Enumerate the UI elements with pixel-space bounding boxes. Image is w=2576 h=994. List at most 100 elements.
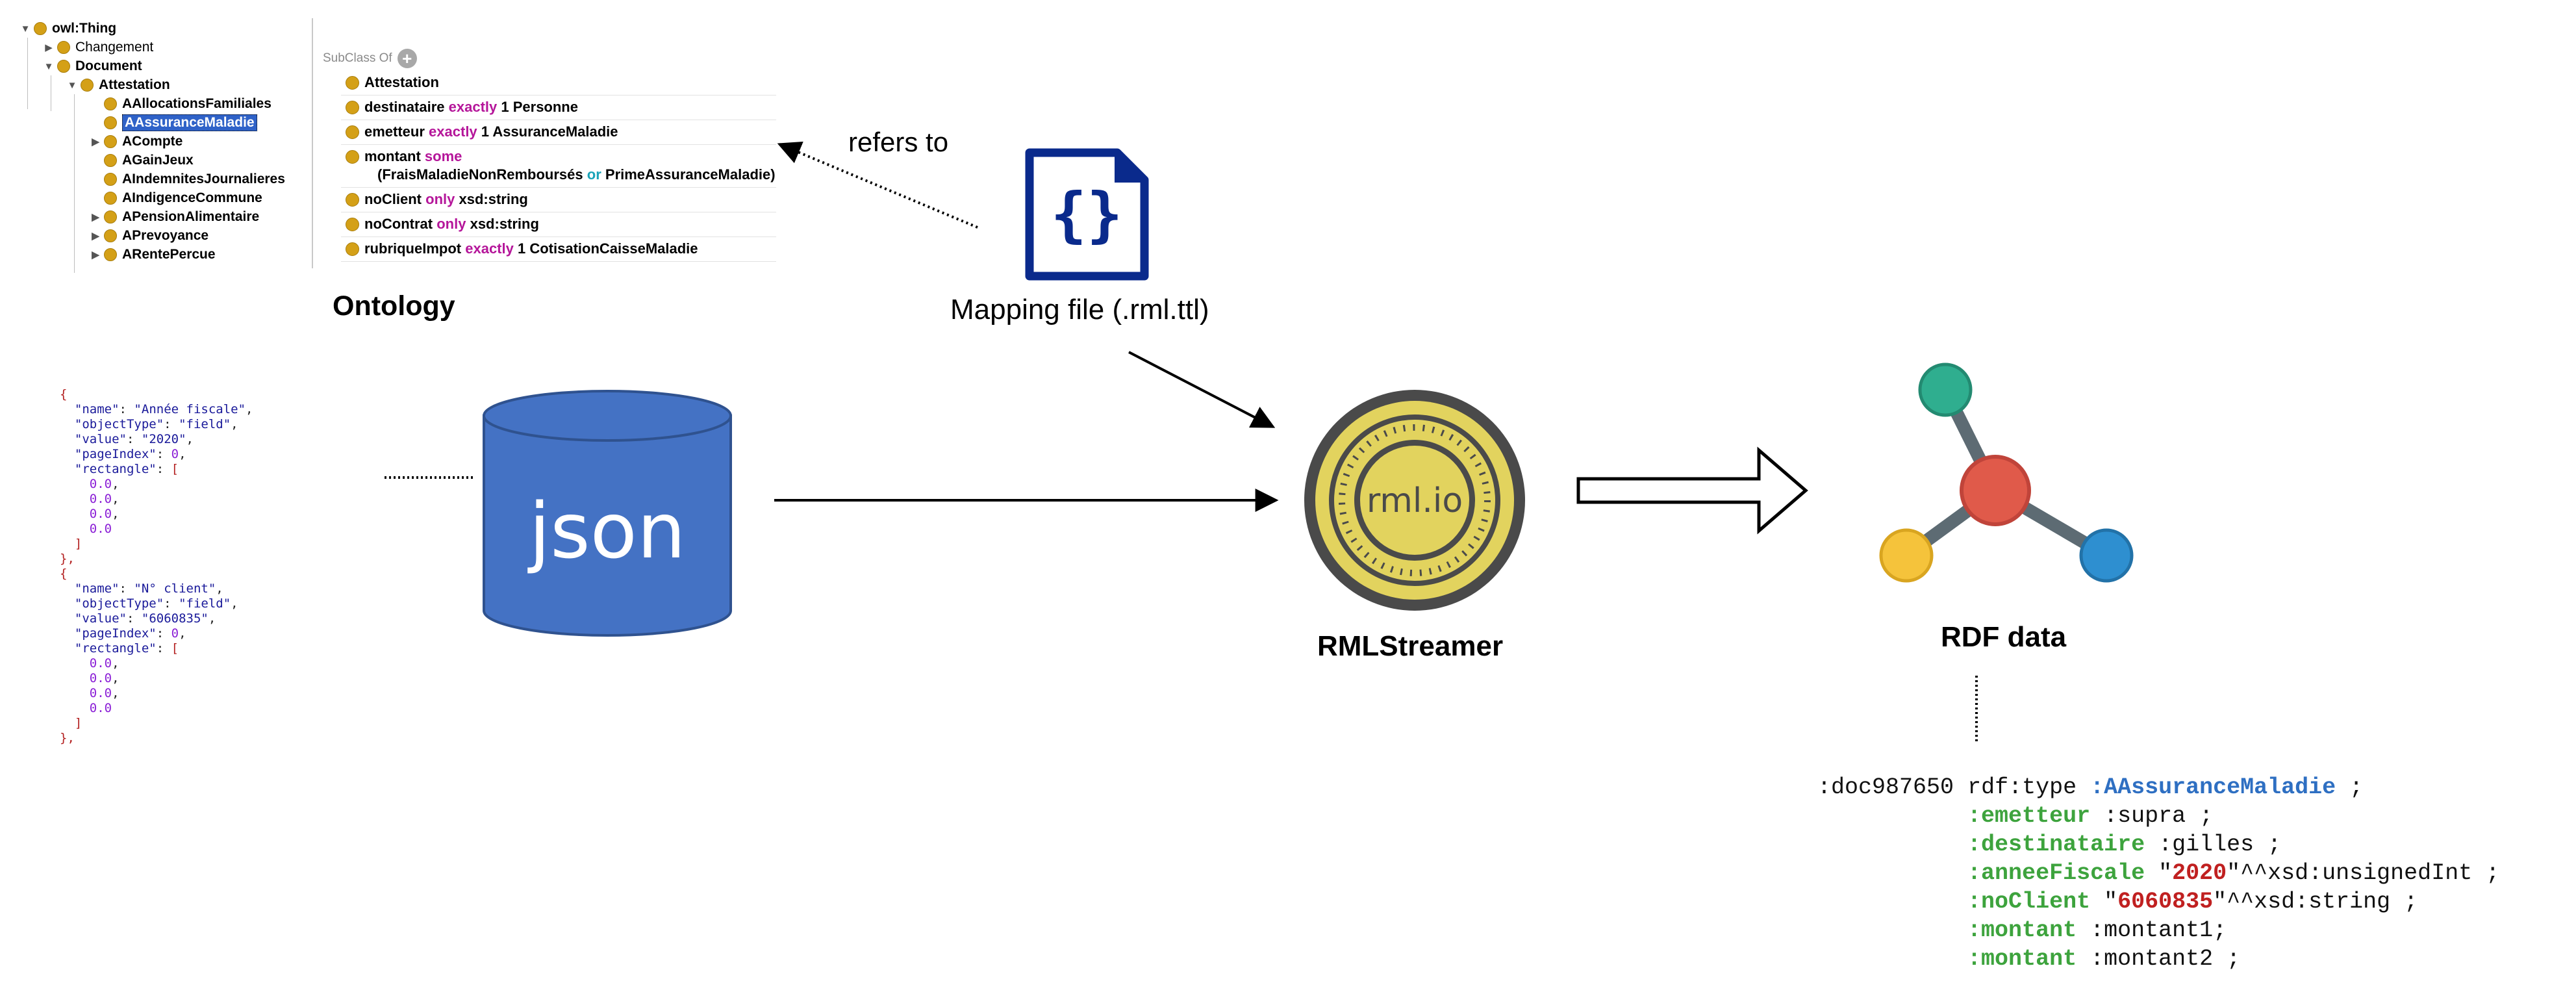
expand-triangle-icon[interactable]: ▶ [92, 212, 99, 223]
tree-guide-line [27, 38, 28, 109]
axiom-property: montant [364, 148, 421, 164]
axiom-montant[interactable]: montant some [346, 148, 462, 165]
output-arrow [1576, 446, 1808, 535]
json-file-icon: {} [1025, 148, 1149, 281]
tree-item-label: Attestation [99, 77, 170, 92]
ttl-subject: :doc987650 [1817, 774, 1954, 800]
tree-item-label: owl:Thing [52, 21, 117, 36]
axiom-filler: xsd:string [470, 216, 539, 232]
json-name-value: Année fiscale [141, 402, 238, 416]
class-bullet-icon [346, 242, 359, 256]
ttl-predicate: rdf:type [1967, 774, 2077, 800]
ttl-literal: 2020 [2172, 860, 2227, 886]
axiom-property: noContrat [364, 216, 433, 232]
ttl-object: :supra [2104, 803, 2186, 829]
tree-item[interactable]: ▶ APrevoyance [90, 227, 208, 245]
tree-item[interactable]: ▶ACompte [90, 133, 183, 151]
rdf-turtle-output: :doc987650 rdf:type :AAssuranceMaladie ;… [1817, 774, 2500, 972]
tree-item[interactable]: AAssuranceMaladie [90, 114, 257, 132]
tree-item-label: AIndemnitesJournalieres [122, 172, 285, 186]
json-number: 0.0 [89, 656, 112, 670]
tree-item[interactable]: AIndemnitesJournalieres [90, 170, 285, 188]
axiom-filler: (FraisMaladieNonRemboursés [377, 166, 583, 183]
axiom-property: destinataire [364, 99, 445, 115]
tree-guide-line [74, 94, 75, 273]
tree-item-label: AIndigenceCommune [122, 190, 262, 205]
axiom-keyword: or [587, 166, 601, 183]
rmlio-logo: rml.io [1304, 390, 1525, 611]
axiom-attestation[interactable]: Attestation [346, 74, 439, 91]
tree-item-label: AGainJeux [122, 153, 194, 168]
class-bullet-icon [81, 79, 94, 92]
ttl-predicate: :emetteur [1967, 803, 2091, 829]
tree-item-label: APensionAlimentaire [122, 209, 260, 224]
collapse-triangle-icon[interactable]: ▼ [20, 23, 31, 34]
mapping-to-rmlstreamer-arrow [1128, 351, 1276, 428]
tree-item-label: AAllocationsFamiliales [122, 96, 271, 111]
json-pageindex-value: 0 [171, 626, 179, 641]
ttl-predicate: :anneeFiscale [1967, 860, 2145, 886]
tree-item[interactable]: ▶ ARentePercue [90, 246, 216, 264]
ttl-literal: 6060835 [2117, 889, 2214, 915]
tree-item[interactable]: AGainJeux [90, 151, 194, 170]
class-bullet-icon [57, 60, 70, 73]
axiom-nocontrat[interactable]: noContrat only xsd:string [346, 216, 539, 233]
axiom-noclient[interactable]: noClient only xsd:string [346, 191, 528, 208]
class-bullet-icon [346, 125, 359, 139]
subclass-of-header: SubClass Of + [323, 49, 417, 68]
tree-item[interactable]: AIndigenceCommune [90, 189, 262, 207]
json-number: 0.0 [89, 507, 112, 521]
ttl-object: :gilles [2158, 832, 2254, 858]
axiom-keyword: only [425, 191, 455, 207]
axiom-destinataire[interactable]: destinataire exactly 1 Personne [346, 99, 578, 116]
tree-item[interactable]: ▼ Attestation [66, 76, 170, 94]
axiom-filler: 1 CotisationCaisseMaladie [517, 240, 698, 257]
axiom-emetteur[interactable]: emetteur exactly 1 AssuranceMaladie [346, 123, 618, 140]
tree-item[interactable]: ▶Changement [43, 38, 153, 57]
class-bullet-icon [104, 173, 117, 186]
axiom-filler: xsd:string [459, 191, 528, 207]
ontology-class-tree: ▼owl:Thing▶Changement▼Document▼Attestati… [19, 18, 313, 273]
ttl-predicate: :destinataire [1967, 832, 2145, 858]
tree-item[interactable]: ▼Document [43, 57, 142, 75]
refers-to-label: refers to [848, 127, 949, 157]
ttl-object: :montant1 [2090, 917, 2214, 943]
class-bullet-icon [57, 41, 70, 54]
divider [341, 187, 776, 188]
tree-item[interactable]: ▶ APensionAlimentaire [90, 208, 259, 226]
divider [341, 95, 776, 96]
rmlstreamer-label: RMLStreamer [1317, 630, 1504, 662]
axiom-text: Attestation [364, 74, 439, 90]
tree-item-label: APrevoyance [122, 228, 209, 243]
class-bullet-icon [104, 210, 117, 223]
collapse-triangle-icon[interactable]: ▼ [67, 79, 77, 91]
rmlio-logo-text: rml.io [1367, 481, 1463, 520]
tree-item-label: ARentePercue [122, 247, 216, 262]
ttl-object: :montant2 [2090, 946, 2214, 972]
mapping-file-label: Mapping file (.rml.ttl) [950, 294, 1209, 325]
axiom-filler: 1 AssuranceMaladie [481, 123, 618, 140]
expand-triangle-icon[interactable]: ▶ [45, 42, 53, 53]
axiom-rubriqueimpot[interactable]: rubriqueImpot exactly 1 CotisationCaisse… [346, 240, 698, 257]
add-subclass-icon[interactable]: + [397, 49, 417, 68]
class-bullet-icon [346, 75, 359, 90]
expand-triangle-icon[interactable]: ▶ [92, 136, 99, 147]
tree-item[interactable]: ▼ owl:Thing [19, 19, 117, 38]
divider [341, 236, 776, 237]
json-database-icon: json [483, 390, 732, 637]
ttl-class: :AAssuranceMaladie [2090, 774, 2336, 800]
expand-triangle-icon[interactable]: ▶ [92, 231, 99, 242]
axiom-keyword: exactly [448, 99, 498, 115]
tree-item[interactable]: AAllocationsFamiliales [90, 95, 271, 113]
json-number: 0.0 [89, 477, 112, 491]
class-bullet-icon [104, 135, 117, 148]
class-bullet-icon [346, 217, 359, 231]
class-bullet-icon [104, 97, 117, 110]
collapse-triangle-icon[interactable]: ▼ [44, 60, 54, 72]
divider [341, 261, 776, 262]
json-number: 0.0 [89, 671, 112, 685]
expand-triangle-icon[interactable]: ▶ [92, 249, 99, 261]
json-db-label: json [527, 486, 685, 576]
divider [341, 144, 776, 145]
